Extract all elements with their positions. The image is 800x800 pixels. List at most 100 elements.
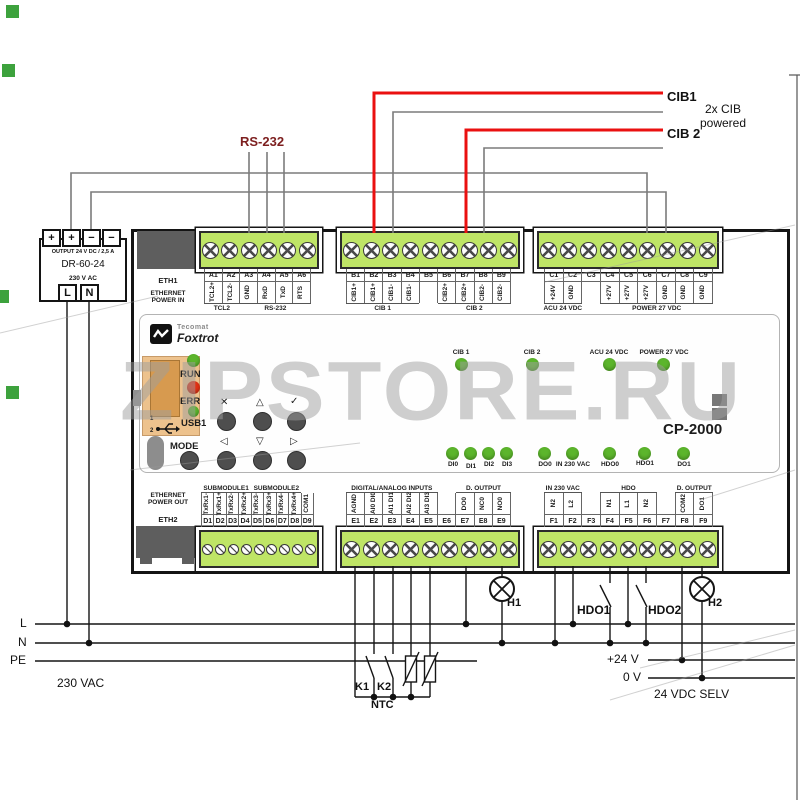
side-tab <box>133 390 141 406</box>
terminal-number: E6 <box>437 514 456 527</box>
terminal-name-text: N1 <box>605 499 613 508</box>
terminal-name-text: TxRx3+ <box>265 491 273 516</box>
terminal-name-text: NO0 <box>497 496 505 511</box>
screw-terminal-icon <box>619 540 637 558</box>
terminal-name-text: TxRx2+ <box>240 491 248 516</box>
terminal-name-text: +27V <box>642 284 650 301</box>
terminal-name: N2 <box>637 493 656 514</box>
terminal-number: A3 <box>239 269 258 282</box>
terminal-name-text: DO0 <box>460 496 468 511</box>
cib1-led <box>455 358 468 371</box>
eth2-connector-foot <box>182 558 194 564</box>
terminal-number: D2 <box>213 514 226 527</box>
screw-terminal-icon <box>227 543 239 555</box>
cancel-button <box>217 412 236 431</box>
terminal-name: GND <box>239 282 257 303</box>
terminal-name: TxRx2- <box>225 493 238 514</box>
screw-terminal-icon <box>480 241 498 259</box>
terminal-name-text: NC0 <box>478 496 486 510</box>
terminal-name: TxRx1+ <box>213 492 225 515</box>
terminal-name-text: GND <box>661 285 669 300</box>
terminal-name: COM2 <box>674 493 694 514</box>
right-key-icon: ▷ <box>290 436 298 447</box>
psu-terminal-plus: + <box>42 229 61 247</box>
model-label: CP-2000 <box>663 421 723 438</box>
screw-cell <box>291 532 304 566</box>
cib2-wire-label: CIB 2 <box>667 126 701 141</box>
screw-cell <box>677 233 697 267</box>
screw-terminal-icon <box>279 241 297 259</box>
terminal-name: TxRx3- <box>250 493 263 514</box>
screw-terminal-icon <box>260 241 278 259</box>
screw-cell <box>420 532 440 566</box>
mains-label: 230 VAC <box>57 676 105 690</box>
terminal-name-text: +24V <box>549 284 557 301</box>
screw-cell <box>401 233 421 267</box>
screw-terminal-icon <box>253 543 265 555</box>
terminal-name-text: GND <box>698 285 706 300</box>
screw-cell <box>240 233 259 267</box>
screw-terminal-icon <box>659 540 677 558</box>
di1-led <box>464 447 477 460</box>
terminal-group-gap <box>582 484 601 493</box>
screw-cell <box>618 532 638 566</box>
terminal-group-label: IN 230 VAC <box>544 484 582 493</box>
up-key-icon: △ <box>256 397 264 408</box>
screw-cell <box>259 233 278 267</box>
screw-terminal-icon <box>678 241 696 259</box>
hdo1-wire-label: HDO1 <box>577 603 611 617</box>
run-led <box>187 354 200 367</box>
terminal-name: TxRx2+ <box>238 491 250 516</box>
terminal-name-text: TxRx1- <box>203 492 211 515</box>
screw-cell <box>440 532 460 566</box>
terminal-name-text: AI3 DI3 <box>424 492 432 515</box>
screw-terminal-icon <box>305 543 317 555</box>
terminal-number: F8 <box>674 514 694 527</box>
terminal-group-label: ACU 24 VDC <box>543 303 583 312</box>
screw-cell <box>420 233 440 267</box>
k2-label: K2 <box>377 681 392 693</box>
terminal-name-text: RTS <box>297 286 305 299</box>
terminal-strip-d <box>199 530 319 568</box>
terminal-number: D6 <box>263 514 276 527</box>
screw-terminal-icon <box>619 241 637 259</box>
terminal-name: +27V <box>637 282 656 303</box>
terminal-name-text: DO1 <box>698 496 706 511</box>
screw-cell <box>539 532 559 566</box>
cib2-led-label: CIB 2 <box>523 349 541 356</box>
eth2-connector-icon <box>136 526 198 558</box>
terminal-number: F4 <box>600 514 619 527</box>
terminal-name: AI1 DI1 <box>382 492 400 515</box>
terminal-name: TxD <box>274 282 293 303</box>
terminal-number: A1 <box>204 269 222 282</box>
hdo1-led <box>638 447 651 460</box>
screw-terminal-icon <box>639 241 657 259</box>
down-key-icon: ▽ <box>256 436 264 447</box>
terminal-strip-e <box>340 530 520 568</box>
do0-led <box>538 447 551 460</box>
usb1-led <box>188 406 199 417</box>
screw-cell <box>658 532 678 566</box>
screw-cell <box>362 532 382 566</box>
terminal-name-text: TxD <box>279 286 287 299</box>
in230-label: IN 230 VAC <box>555 461 591 468</box>
terminal-number: B1 <box>346 269 365 282</box>
screw-terminal-icon <box>480 540 498 558</box>
eth1-label: ETH1 <box>158 276 178 285</box>
screw-terminal-icon <box>599 241 617 259</box>
teco-logo-icon <box>150 324 172 344</box>
terminal-name-text: TxRx4+ <box>290 491 298 516</box>
screw-cell <box>598 233 618 267</box>
terminal-number: E1 <box>346 514 365 527</box>
di3-label: DI3 <box>501 461 513 468</box>
terminal-strip-f <box>537 530 719 568</box>
terminal-group-label: TCL2 <box>204 303 240 312</box>
terminal-number: B4 <box>400 269 419 282</box>
terminal-name: +27V <box>600 282 619 303</box>
screw-terminal-icon <box>240 241 258 259</box>
